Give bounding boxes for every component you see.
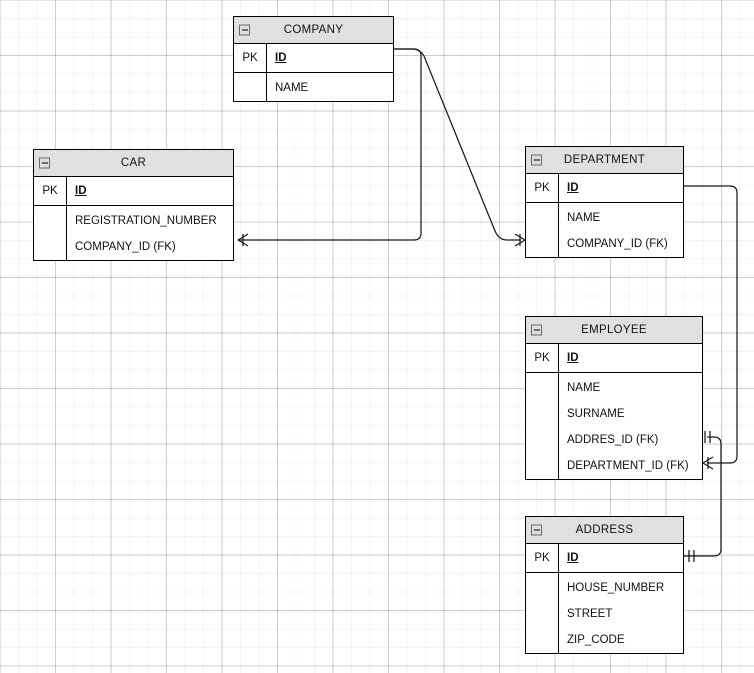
minus-box-icon[interactable] [531,524,542,536]
minus-box-icon[interactable] [531,154,542,166]
entity-header-employee: EMPLOYEE [526,317,702,344]
attribute-row: REGISTRATION_NUMBER [75,215,217,227]
key-field: ID [267,44,393,72]
entity-header-department: DEPARTMENT [526,147,683,174]
attribute-column: NAME [267,73,393,101]
pk-column-spacer [526,373,559,479]
attribute-row: DEPARTMENT_ID (FK) [567,460,689,472]
key-field-text: ID [75,185,87,197]
pk-label: PK [534,552,550,564]
pk-column-spacer [526,573,559,653]
entity-header-address: ADDRESS [526,517,683,544]
attribute-row: COMPANY_ID (FK) [567,238,668,250]
key-field-column: ID [559,344,702,372]
entity-address[interactable]: ADDRESS PK ID HOUSE_NUMBER STREET ZIP_CO… [525,516,684,654]
key-field: ID [559,344,702,372]
key-field-text: ID [567,552,579,564]
entity-title: EMPLOYEE [581,324,647,336]
key-field-text: ID [567,182,579,194]
key-field: ID [559,544,683,572]
minus-box-icon[interactable] [531,324,542,336]
crowsfoot-department [514,233,526,247]
entity-car[interactable]: CAR PK ID REGISTRATION_NUMBER COMPANY_ID… [33,149,234,261]
entity-attribute-rows: NAME SURNAME ADDRES_ID (FK) DEPARTMENT_I… [526,373,702,479]
pk-column-spacer [34,206,67,260]
attribute-row: STREET [567,608,613,620]
entity-attribute-rows: NAME COMPANY_ID (FK) [526,203,683,257]
entity-key-row: PK ID [526,174,683,203]
entity-title: CAR [120,157,147,169]
attribute-column: NAME COMPANY_ID (FK) [559,203,683,257]
entity-key-row: PK ID [526,344,702,373]
entity-attribute-rows: NAME [234,73,393,101]
entity-title: DEPARTMENT [563,154,646,166]
attribute-row: ADDRES_ID (FK) [567,434,659,446]
attribute-row: COMPANY_ID (FK) [75,241,176,253]
entity-key-row: PK ID [34,177,233,206]
pk-column: PK [34,177,67,205]
minus-box-icon[interactable] [39,157,50,169]
pk-column: PK [234,44,267,72]
pk-column: PK [526,174,559,202]
pk-label: PK [242,52,258,64]
pk-column-spacer [234,73,267,101]
key-field: ID [67,177,233,205]
key-field-column: ID [559,174,683,202]
crowsfoot-car [237,233,249,247]
key-field-column: ID [67,177,233,205]
attribute-row: ZIP_CODE [567,634,625,646]
attribute-row: SURNAME [567,408,625,420]
one-marker-address [688,550,695,562]
entity-header-car: CAR [34,150,233,177]
pk-label: PK [534,352,550,364]
pk-column-spacer [526,203,559,257]
crowsfoot-employee-department [702,456,714,470]
key-field-text: ID [275,52,287,64]
one-marker-employee-address [704,431,711,443]
attribute-row: NAME [275,82,309,94]
attribute-column: REGISTRATION_NUMBER COMPANY_ID (FK) [67,206,233,260]
key-field-column: ID [559,544,683,572]
entity-attribute-rows: HOUSE_NUMBER STREET ZIP_CODE [526,573,683,653]
entity-key-row: PK ID [234,44,393,73]
entity-company[interactable]: COMPANY PK ID NAME [233,16,394,102]
entity-department[interactable]: DEPARTMENT PK ID NAME COMPANY_ID (FK) [525,146,684,258]
attribute-column: HOUSE_NUMBER STREET ZIP_CODE [559,573,683,653]
key-field: ID [559,174,683,202]
pk-label: PK [42,185,58,197]
key-field-column: ID [267,44,393,72]
attribute-row: HOUSE_NUMBER [567,582,665,594]
attribute-row: NAME [567,212,601,224]
entity-employee[interactable]: EMPLOYEE PK ID NAME SURNAME ADDRES_ID (F… [525,316,703,480]
entity-attribute-rows: REGISTRATION_NUMBER COMPANY_ID (FK) [34,206,233,260]
entity-key-row: PK ID [526,544,683,573]
attribute-column: NAME SURNAME ADDRES_ID (FK) DEPARTMENT_I… [559,373,702,479]
entity-title: ADDRESS [575,524,634,536]
entity-header-company: COMPANY [234,17,393,44]
entity-title: COMPANY [283,24,344,36]
pk-column: PK [526,344,559,372]
connector-company-department [394,48,521,241]
pk-column: PK [526,544,559,572]
pk-label: PK [534,182,550,194]
key-field-text: ID [567,352,579,364]
attribute-row: NAME [567,382,601,394]
minus-box-icon[interactable] [239,24,250,36]
